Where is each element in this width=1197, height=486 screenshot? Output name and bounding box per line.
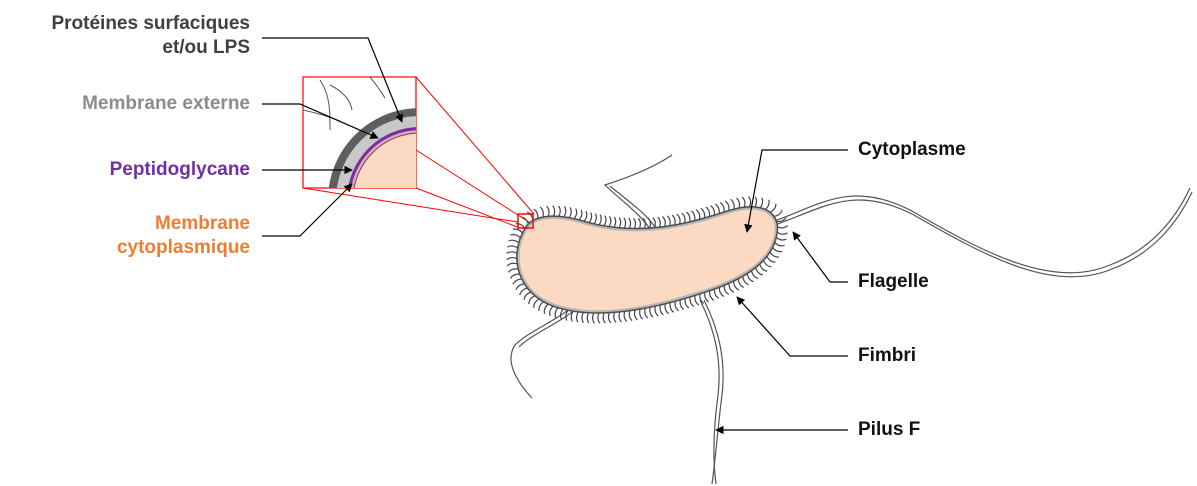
label-outer-membrane: Membrane externe (82, 92, 250, 116)
label-proteins: Protéines surfaciques et/ou LPS (51, 12, 250, 60)
label-cyto-membrane-line2: cytoplasmique (117, 236, 250, 260)
label-proteins-line1: Protéines surfaciques (51, 12, 250, 36)
label-cytoplasm: Cytoplasme (858, 138, 966, 162)
callout-flagellum (793, 232, 848, 282)
flagellum (772, 188, 1192, 277)
callout-cyto-membrane (262, 184, 352, 236)
pilus-f (700, 300, 723, 484)
label-proteins-line2: et/ou LPS (51, 36, 250, 60)
label-pilus: Pilus F (858, 418, 920, 442)
label-cyto-membrane: Membrane cytoplasmique (117, 212, 250, 260)
label-flagellum: Flagelle (858, 270, 929, 294)
label-fimbriae: Fimbri (858, 344, 916, 368)
bacterium-body (519, 209, 776, 312)
lower-pilus (511, 300, 584, 398)
label-peptidoglycan: Peptidoglycane (110, 158, 250, 182)
callout-fimbriae (737, 297, 848, 356)
label-cyto-membrane-line1: Membrane (117, 212, 250, 236)
zoom-inset (303, 77, 512, 292)
